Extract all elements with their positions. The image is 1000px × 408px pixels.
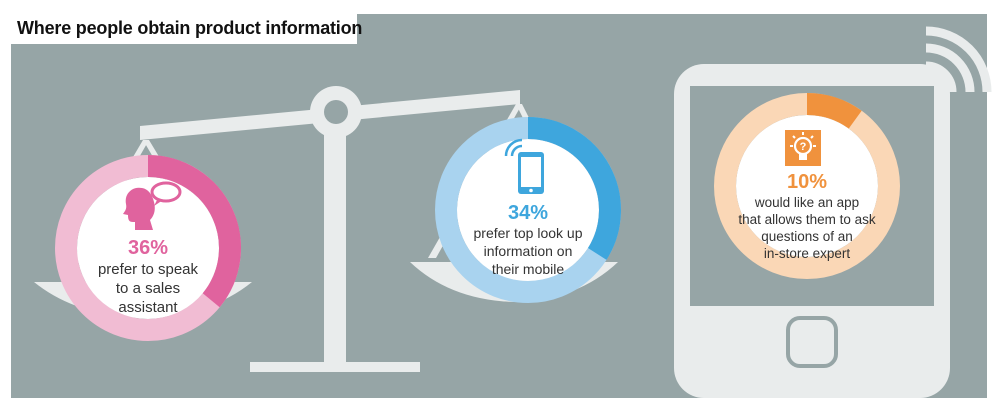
tablet-home-button-icon [786, 316, 838, 368]
mobile-phone-icon [504, 138, 544, 194]
donut-center [457, 139, 599, 281]
stat-line: questions of an [761, 229, 853, 244]
stat-line: that allows them to ask [738, 212, 876, 227]
stat-line: in-store expert [764, 246, 851, 261]
percent-label: 10% [787, 171, 827, 193]
donut-value-arc [147, 155, 241, 308]
stat-sales-assistant: 36% prefer to speak to a sales assistant [98, 237, 199, 316]
percent-label: 36% [128, 237, 168, 259]
stat-line: their mobile [492, 261, 565, 277]
stat-in-store-app: 10% would like an app that allows them t… [738, 171, 876, 261]
pivot-hole [324, 100, 348, 124]
lightbulb-question-icon: ? [785, 130, 821, 166]
donut-mobile-lookup [435, 117, 621, 303]
donut-charts [55, 93, 900, 341]
donut-center [736, 115, 878, 257]
stat-line: information on [484, 243, 573, 259]
person-speaking-icon [123, 181, 182, 230]
stat-line: would like an app [754, 195, 859, 210]
percent-label: 34% [508, 202, 548, 224]
svg-text:?: ? [800, 141, 807, 153]
donut-in-store-app [714, 93, 900, 279]
stat-line: prefer top look up [474, 225, 583, 241]
stat-line: prefer to speak [98, 261, 199, 278]
donut-value-arc [527, 117, 621, 260]
donut-value-arc [806, 93, 862, 129]
donut-center [77, 177, 219, 319]
stat-line: to a sales [116, 280, 180, 297]
donut-sales-assistant [55, 155, 241, 341]
stat-line: assistant [118, 299, 178, 316]
stat-mobile-lookup: 34% prefer top look up information on th… [474, 202, 583, 277]
wifi-signal-icon [925, 26, 992, 93]
page-title: Where people obtain product information [11, 14, 362, 44]
